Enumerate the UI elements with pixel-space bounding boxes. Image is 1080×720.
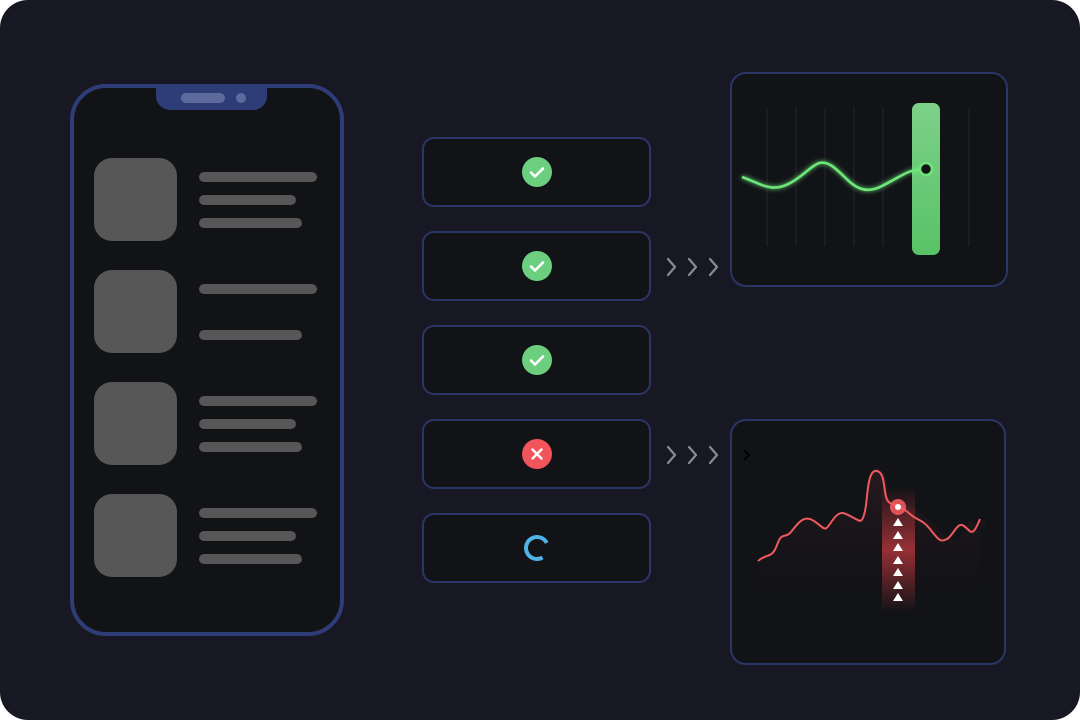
green-wave-chart — [741, 103, 970, 255]
text-line-placeholder — [199, 396, 317, 406]
red-line — [757, 470, 981, 562]
check-icon — [522, 345, 552, 375]
triangle-icon — [893, 556, 903, 564]
data-point-marker — [918, 161, 934, 177]
text-line-placeholder — [199, 330, 302, 340]
thumbnail-placeholder — [94, 158, 177, 241]
check-icon — [522, 157, 552, 187]
status-check-card — [422, 513, 651, 583]
close-icon — [522, 439, 552, 469]
spinner-icon — [524, 535, 550, 561]
text-line-placeholder — [199, 442, 302, 452]
area-fill — [758, 468, 986, 611]
speaker-icon — [181, 93, 225, 103]
status-check-card — [422, 231, 651, 301]
wave-line — [741, 161, 927, 192]
chevrons-right-icon — [666, 257, 719, 277]
text-line-placeholder — [199, 554, 302, 564]
highlight-bar — [912, 103, 940, 255]
thumbnail-placeholder — [94, 270, 177, 353]
status-check-card — [422, 325, 651, 395]
red-spike-chart — [743, 449, 986, 612]
triangle-icon — [893, 531, 903, 539]
green-chart-panel — [730, 72, 1008, 287]
text-line-placeholder — [199, 195, 296, 205]
camera-icon — [236, 93, 246, 103]
triangle-icon — [893, 518, 903, 526]
triangle-icon — [893, 593, 903, 601]
text-line-placeholder — [199, 284, 317, 294]
thumbnail-placeholder — [94, 494, 177, 577]
chevrons-right-icon — [666, 445, 719, 465]
check-icon — [522, 251, 552, 281]
grid-lines — [766, 108, 970, 246]
red-chart-panel — [730, 419, 1006, 665]
text-line-placeholder — [199, 508, 317, 518]
triangle-icon — [893, 581, 903, 589]
chevron-right-icon — [743, 449, 751, 461]
text-line-placeholder — [199, 218, 302, 228]
data-point-center — [895, 504, 901, 510]
text-line-placeholder — [199, 172, 317, 182]
triangle-icon — [893, 568, 903, 576]
text-line-placeholder — [199, 531, 296, 541]
warning-triangles — [893, 518, 903, 601]
text-line-placeholder — [199, 419, 296, 429]
thumbnail-placeholder — [94, 382, 177, 465]
status-check-card — [422, 419, 651, 489]
status-check-card — [422, 137, 651, 207]
triangle-icon — [893, 543, 903, 551]
phone-mockup — [70, 84, 344, 636]
phone-notch — [156, 84, 267, 110]
